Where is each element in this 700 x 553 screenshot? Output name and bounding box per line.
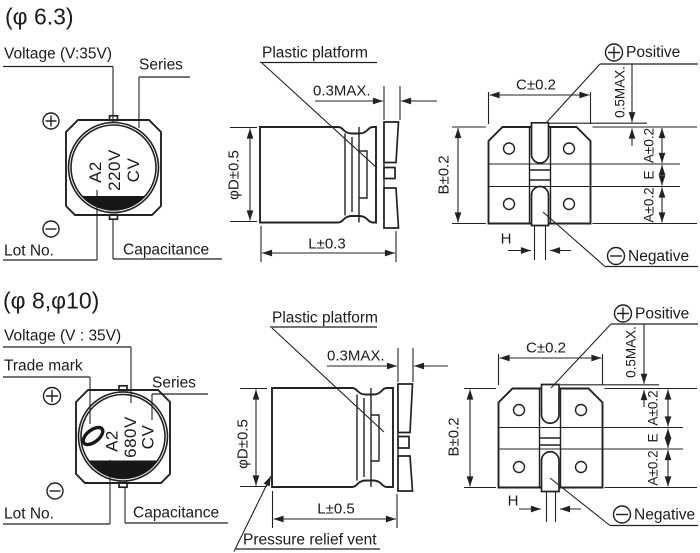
standoff-dim-label: 0.3MAX. bbox=[327, 347, 385, 364]
top-view-phi63: A2 220V CV Voltage (V:35V) Series Lot No… bbox=[3, 45, 222, 261]
marking-lot-no: A2 bbox=[102, 430, 121, 452]
marking-series: CV bbox=[124, 158, 143, 183]
diameter-dim-label: φD±0.5 bbox=[225, 150, 242, 200]
plastic-platform-label: Plastic platform bbox=[262, 44, 368, 61]
protrusion-dim-label: 0.5MAX. bbox=[624, 326, 639, 378]
capacitance-label: Capacitance bbox=[123, 241, 209, 258]
standoff-dim-label: 0.3MAX. bbox=[313, 82, 371, 99]
c-dim-label: C±0.2 bbox=[516, 76, 556, 93]
top-view-phi8: A2 680V CV Voltage (V : 35V) Trade mark … bbox=[3, 327, 228, 525]
section-title: (φ 8,φ10) bbox=[3, 288, 99, 314]
section-phi63: (φ 6.3) A2 220V CV Vo bbox=[3, 4, 698, 268]
trade-mark-logo bbox=[81, 425, 105, 447]
marking-lot-no: A2 bbox=[86, 161, 105, 183]
negative-label: Negative bbox=[628, 248, 689, 265]
negative-polarity-icon bbox=[46, 482, 64, 500]
positive-terminal-icon bbox=[613, 304, 633, 323]
plastic-platform-label: Plastic platform bbox=[272, 309, 378, 326]
h-dim-label: H bbox=[501, 230, 512, 247]
b-dim-label: B±0.2 bbox=[435, 155, 452, 194]
diameter-dim-label: φD±0.5 bbox=[234, 419, 251, 469]
c-dim-label: C±0.2 bbox=[526, 339, 566, 356]
a-top-dim-label: A±0.2 bbox=[646, 390, 661, 425]
positive-label: Positive bbox=[635, 305, 689, 322]
voltage-label: Voltage (V : 35V) bbox=[4, 327, 121, 344]
positive-polarity-icon bbox=[42, 386, 62, 406]
voltage-label: Voltage (V:35V) bbox=[4, 45, 112, 62]
length-dim-label: L±0.5 bbox=[317, 500, 354, 517]
a-bottom-dim-label: A±0.2 bbox=[642, 187, 657, 222]
e-dim-label: E bbox=[642, 170, 657, 179]
lot-no-label: Lot No. bbox=[4, 242, 54, 259]
negative-label: Negative bbox=[634, 506, 695, 523]
side-view-phi63: Plastic platform 0.3MAX. φD±0.5 L±0.3 bbox=[225, 44, 437, 262]
positive-terminal-icon bbox=[604, 43, 624, 62]
length-dim-label: L±0.3 bbox=[308, 235, 345, 252]
series-label: Series bbox=[139, 56, 183, 73]
side-view-phi8: Plastic platform 0.3MAX. φD±0.5 L±0.5 bbox=[233, 309, 448, 552]
section-phi8-phi10: (φ 8,φ10) A2 680V CV bbox=[3, 288, 698, 552]
section-title: (φ 6.3) bbox=[5, 4, 74, 30]
negative-terminal-icon bbox=[612, 505, 632, 524]
lot-no-label: Lot No. bbox=[4, 505, 54, 522]
positive-polarity-icon bbox=[42, 112, 60, 130]
a-top-dim-label: A±0.2 bbox=[642, 128, 657, 163]
negative-polarity-icon bbox=[42, 220, 60, 238]
pressure-relief-vent-label: Pressure relief vent bbox=[243, 531, 377, 548]
marking-series: CV bbox=[138, 425, 157, 450]
a-bottom-dim-label: A±0.2 bbox=[646, 450, 661, 485]
e-dim-label: E bbox=[646, 433, 661, 442]
bottom-view-phi63: C±0.2 B±0.2 0.5MAX. A±0.2 E A±0.2 H bbox=[435, 43, 698, 268]
bottom-view-phi8: C±0.2 B±0.2 0.5MAX. A±0.2 E A±0.2 H bbox=[445, 304, 698, 527]
protrusion-dim-label: 0.5MAX. bbox=[613, 66, 628, 118]
negative-terminal-icon bbox=[606, 246, 626, 266]
series-label: Series bbox=[152, 374, 196, 391]
positive-label: Positive bbox=[626, 44, 680, 61]
capacitance-label: Capacitance bbox=[133, 504, 219, 521]
marking-voltage: 220V bbox=[105, 149, 124, 191]
b-dim-label: B±0.2 bbox=[445, 417, 462, 456]
h-dim-label: H bbox=[508, 492, 519, 509]
marking-voltage: 680V bbox=[121, 416, 140, 458]
trade-mark-label: Trade mark bbox=[4, 357, 83, 374]
